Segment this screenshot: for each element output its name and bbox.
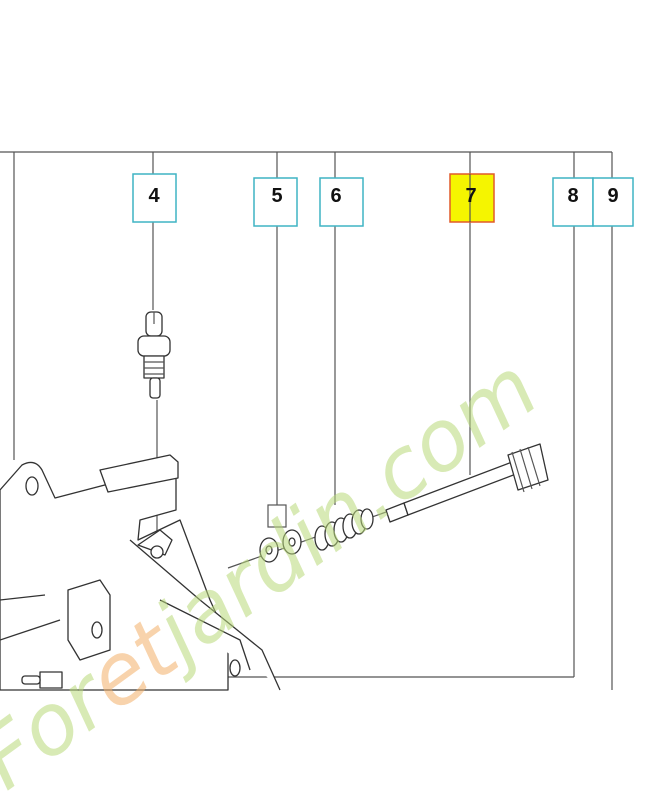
- part-6-spring: [314, 508, 374, 551]
- callout-label: 7: [465, 185, 476, 207]
- part-7-shaft: [385, 443, 549, 523]
- callout-5[interactable]: 5: [253, 177, 298, 227]
- callout-9[interactable]: 9: [592, 177, 634, 227]
- callout-label: 6: [330, 185, 341, 207]
- callout-label: 8: [567, 185, 578, 207]
- housing-bracket: [0, 454, 281, 691]
- callout-label: 9: [607, 185, 618, 207]
- callout-7-highlighted[interactable]: 7: [449, 173, 495, 223]
- callout-8[interactable]: 8: [552, 177, 594, 227]
- gear-icon: [507, 443, 549, 491]
- callout-label: 4: [148, 185, 160, 207]
- mounting-hole: [25, 476, 39, 496]
- part-5-washers: [259, 504, 302, 563]
- callout-6[interactable]: 6: [319, 177, 364, 227]
- part-4-valve: [137, 311, 171, 399]
- callout-label: 5: [271, 185, 282, 207]
- callout-4[interactable]: 4: [132, 173, 177, 223]
